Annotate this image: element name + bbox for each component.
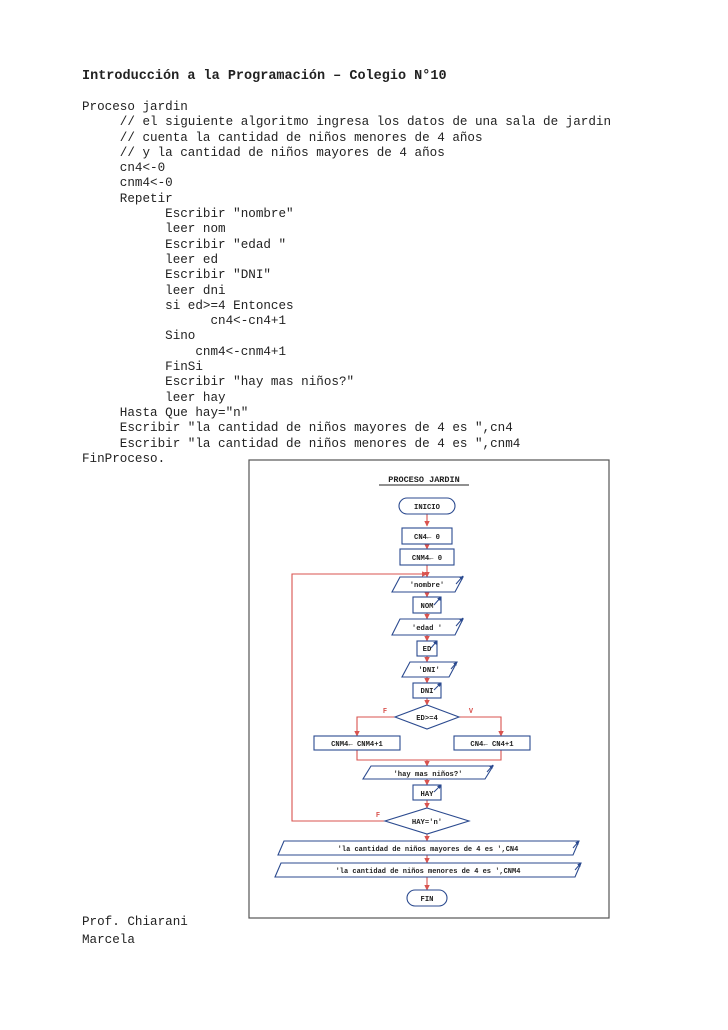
code-line: Repetir <box>82 191 173 206</box>
output-arrow-icon <box>455 575 464 585</box>
process-init-cn4 <box>401 527 453 545</box>
input-ed <box>416 640 438 657</box>
code-line: cn4<-0 <box>82 161 166 176</box>
code-line: Escribir "la cantidad de niños menores d… <box>82 436 521 451</box>
connector-merge-left <box>356 750 427 761</box>
input-nom <box>412 596 442 614</box>
input-ed-label: ED <box>423 646 432 654</box>
input-dni-label: DNI <box>421 688 434 696</box>
output-arrow-icon <box>455 617 464 627</box>
output-question <box>362 765 494 780</box>
init-cn4-label: CN4← 0 <box>414 534 440 542</box>
output-arrow-icon <box>574 862 582 871</box>
output-edad-label: 'edad ' <box>412 625 442 633</box>
start-label: INICIO <box>414 504 441 512</box>
connector-false-branch <box>354 716 395 737</box>
input-hay-label: HAY <box>421 791 435 799</box>
code-line: // y la cantidad de niños mayores de 4 a… <box>82 145 445 160</box>
end-label: FIN <box>421 896 434 904</box>
code-line: leer nom <box>82 222 226 237</box>
code-line: Sino <box>82 329 196 344</box>
true-branch-label: V <box>469 708 474 716</box>
process-cn4-increment <box>453 735 531 751</box>
connector-true-branch <box>459 716 504 737</box>
input-hay <box>412 784 442 801</box>
output-nombre-label: 'nombre' <box>410 582 445 590</box>
code-line: Escribir "DNI" <box>82 268 271 283</box>
start-terminal <box>398 497 456 515</box>
author-signature: Prof. Chiarani Marcela <box>82 913 188 949</box>
result-menores-label: 'la cantidad de niños menores de 4 es ',… <box>336 868 521 876</box>
code-line: FinProceso. <box>82 451 166 466</box>
output-arrow-icon <box>572 840 580 849</box>
false-branch-label: F <box>383 708 387 716</box>
connector-loop-back <box>291 571 428 822</box>
code-line: leer dni <box>82 283 226 298</box>
process-init-cnm4 <box>399 548 455 566</box>
assign-cn4-label: CN4← CN4+1 <box>470 741 514 749</box>
code-line: Escribir "hay mas niños?" <box>82 375 355 390</box>
output-nombre <box>391 576 464 593</box>
code-line: Escribir "edad " <box>82 237 287 252</box>
init-cnm4-label: CNM4← 0 <box>412 555 442 563</box>
output-arrow-icon <box>486 764 494 773</box>
assign-cnm4-label: CNM4← CNM4+1 <box>331 741 383 749</box>
connector-merge-right <box>427 750 502 761</box>
loop-false-label: F <box>376 812 380 820</box>
code-line: cnm4<-0 <box>82 176 173 191</box>
code-line: si ed>=4 Entonces <box>82 298 294 313</box>
output-dni-label: 'DNI' <box>418 667 440 675</box>
result-mayores-label: 'la cantidad de niños mayores de 4 es ',… <box>338 846 519 854</box>
author-line-1: Prof. Chiarani <box>82 915 188 929</box>
document-title: Introducción a la Programación – Colegio… <box>82 69 447 84</box>
input-arrow-icon <box>433 596 442 606</box>
end-terminal <box>406 889 448 907</box>
flowchart-frame <box>248 459 610 919</box>
input-dni <box>412 682 442 699</box>
author-line-2: Marcela <box>82 933 135 947</box>
code-line: Escribir "la cantidad de niños mayores d… <box>82 421 513 436</box>
output-result-menores <box>274 862 582 878</box>
flowchart-header: PROCESO JARDIN <box>388 475 459 485</box>
input-arrow-icon <box>430 640 438 649</box>
input-nom-label: NOM <box>421 603 434 611</box>
output-edad <box>391 618 464 636</box>
output-result-mayores <box>277 840 580 856</box>
output-question-label: 'hay mas niños?' <box>393 771 462 779</box>
input-arrow-icon <box>433 784 442 793</box>
code-line: FinSi <box>82 360 203 375</box>
code-line: Proceso jardin <box>82 100 188 114</box>
output-arrow-icon <box>450 661 458 670</box>
code-line: leer hay <box>82 390 226 405</box>
code-line: // cuenta la cantidad de niños menores d… <box>82 130 483 145</box>
decision-hay <box>383 807 471 835</box>
code-line: Hasta Que hay="n" <box>82 405 249 420</box>
output-dni <box>401 661 458 678</box>
process-cnm4-increment <box>313 735 401 751</box>
code-line: cnm4<-cnm4+1 <box>82 344 287 359</box>
decision-hay-label: HAY='n' <box>412 819 442 827</box>
code-line: Escribir "nombre" <box>82 207 294 222</box>
decision-age-label: ED>=4 <box>416 715 438 723</box>
pseudocode-block: Proceso jardin // el siguiente algoritmo… <box>82 100 611 467</box>
input-arrow-icon <box>433 682 442 691</box>
code-line: leer ed <box>82 252 219 267</box>
code-line: cn4<-cn4+1 <box>82 314 287 329</box>
flowchart-diagram: PROCESO JARDIN <box>248 459 610 919</box>
decision-age <box>393 704 461 730</box>
code-line: // el siguiente algoritmo ingresa los da… <box>82 115 612 130</box>
